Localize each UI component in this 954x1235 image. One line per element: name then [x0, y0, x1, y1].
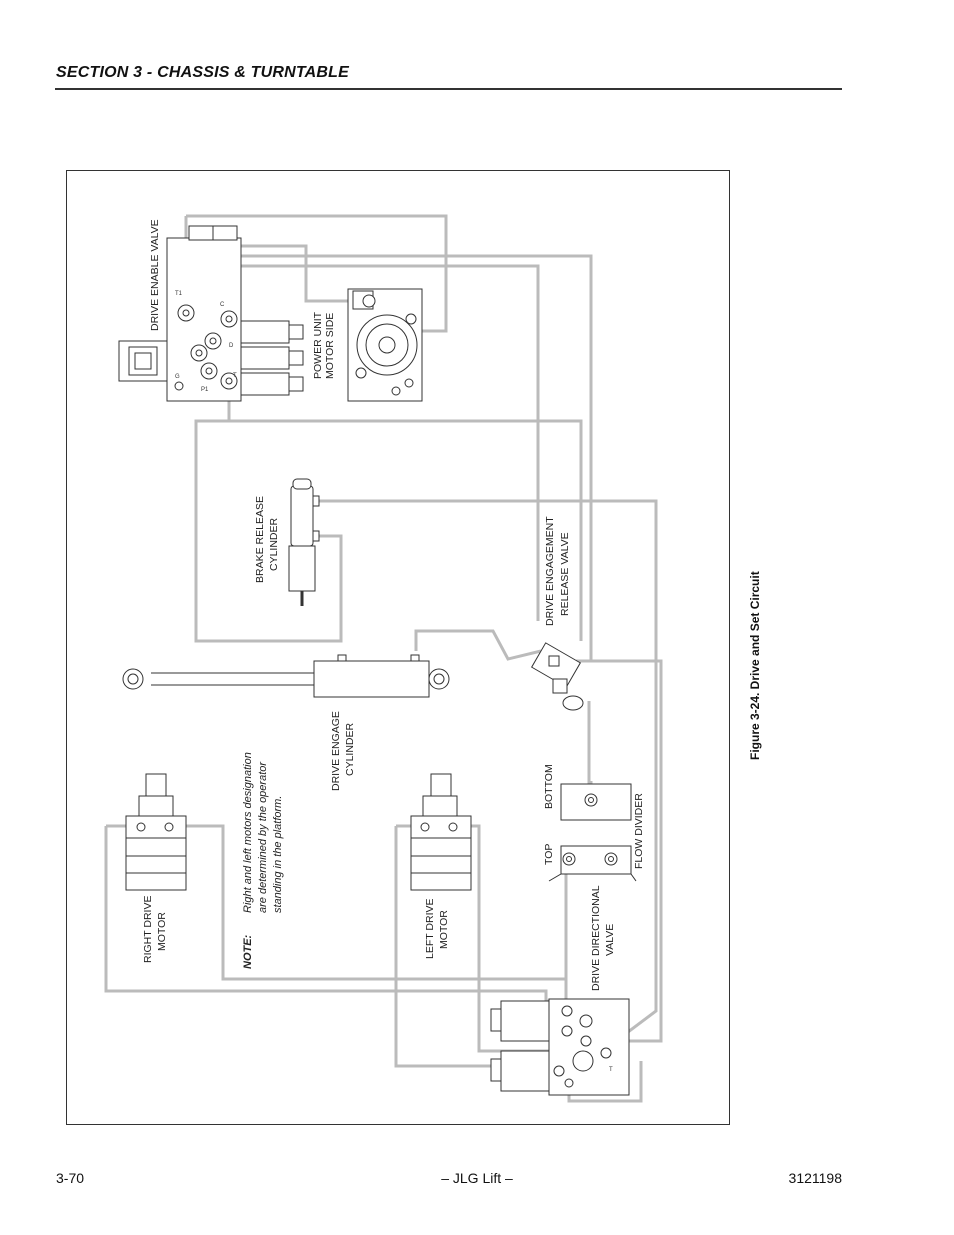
document-number: 3121198 [788, 1170, 842, 1186]
figure-caption: Figure 3-24. Drive and Set Circuit [748, 540, 768, 760]
engagement-release-label-line2: RELEASE VALVE [559, 532, 571, 616]
power-unit-label-line1: POWER UNIT [312, 311, 324, 379]
flow-divider: BOTTOM TOP FLOW DIVIDER [543, 764, 645, 882]
hydraulic-diagram: T1 G P1 T C D DRIVE ENABLE VALVE POWER U… [104, 214, 663, 1103]
brake-release-cylinder: BRAKE RELEASE CYLINDER [254, 478, 320, 606]
drive-engage-cylinder: DRIVE ENGAGE CYLINDER [122, 654, 450, 791]
brake-release-label-line1: BRAKE RELEASE [254, 496, 266, 583]
port-c-label: C [220, 302, 225, 308]
left-motor-label-line2: MOTOR [438, 910, 450, 949]
right-drive-motor: RIGHT DRIVE MOTOR [125, 773, 187, 963]
header-rule [55, 88, 842, 90]
publisher: – JLG Lift – [441, 1170, 513, 1186]
brake-release-label-line2: CYLINDER [268, 517, 280, 571]
engagement-release-label-line1: DRIVE ENGAGEMENT [544, 516, 556, 626]
engage-cylinder-label-line1: DRIVE ENGAGE [330, 711, 342, 791]
port-d-label: D [229, 343, 234, 349]
section-title: SECTION 3 - CHASSIS & TURNTABLE [56, 64, 350, 81]
port-p1-label: P1 [201, 387, 209, 393]
right-motor-label-line1: RIGHT DRIVE [142, 896, 154, 963]
flow-divider-bottom-label: BOTTOM [543, 764, 555, 809]
engage-cylinder-label-line2: CYLINDER [344, 722, 356, 776]
directional-valve-label-line1: DRIVE DIRECTIONAL [590, 885, 602, 991]
note-label: NOTE: [242, 934, 254, 969]
page-number: 3-70 [56, 1170, 85, 1186]
directional-valve-label-line2: VALVE [604, 924, 616, 956]
note-line1: Right and left motors designation [242, 752, 254, 913]
drive-enable-valve: T1 G P1 T C D DRIVE ENABLE VALVE [118, 219, 304, 402]
power-unit-label-line2: MOTOR SIDE [324, 313, 336, 379]
right-motor-label-line2: MOTOR [156, 912, 168, 951]
note: NOTE: Right and left motors designation … [242, 752, 284, 969]
figure-caption-text: Figure 3-24. Drive and Set Circuit [748, 571, 762, 760]
flow-divider-label: FLOW DIVIDER [633, 793, 645, 869]
flow-divider-top-label: TOP [543, 844, 555, 865]
port-t-label: T [233, 373, 237, 379]
left-motor-label-line1: LEFT DRIVE [424, 899, 436, 960]
figure-frame: T1 G P1 T C D DRIVE ENABLE VALVE POWER U… [66, 170, 730, 1125]
left-drive-motor: LEFT DRIVE MOTOR [410, 773, 472, 960]
drive-engagement-release-valve: DRIVE ENGAGEMENT RELEASE VALVE [530, 516, 584, 711]
drive-enable-valve-label: DRIVE ENABLE VALVE [149, 219, 161, 331]
drive-directional-valve: T DRIVE DIRECTIONAL VALVE [490, 885, 630, 1096]
note-line2: are determined by the operator [257, 761, 269, 913]
note-line3: standing in the platform. [272, 796, 284, 913]
port-t1-label: T1 [175, 291, 183, 297]
power-unit: POWER UNIT MOTOR SIDE [312, 288, 423, 402]
port-g-label: G [175, 374, 180, 380]
port-t-dir-label: T [609, 1067, 613, 1073]
